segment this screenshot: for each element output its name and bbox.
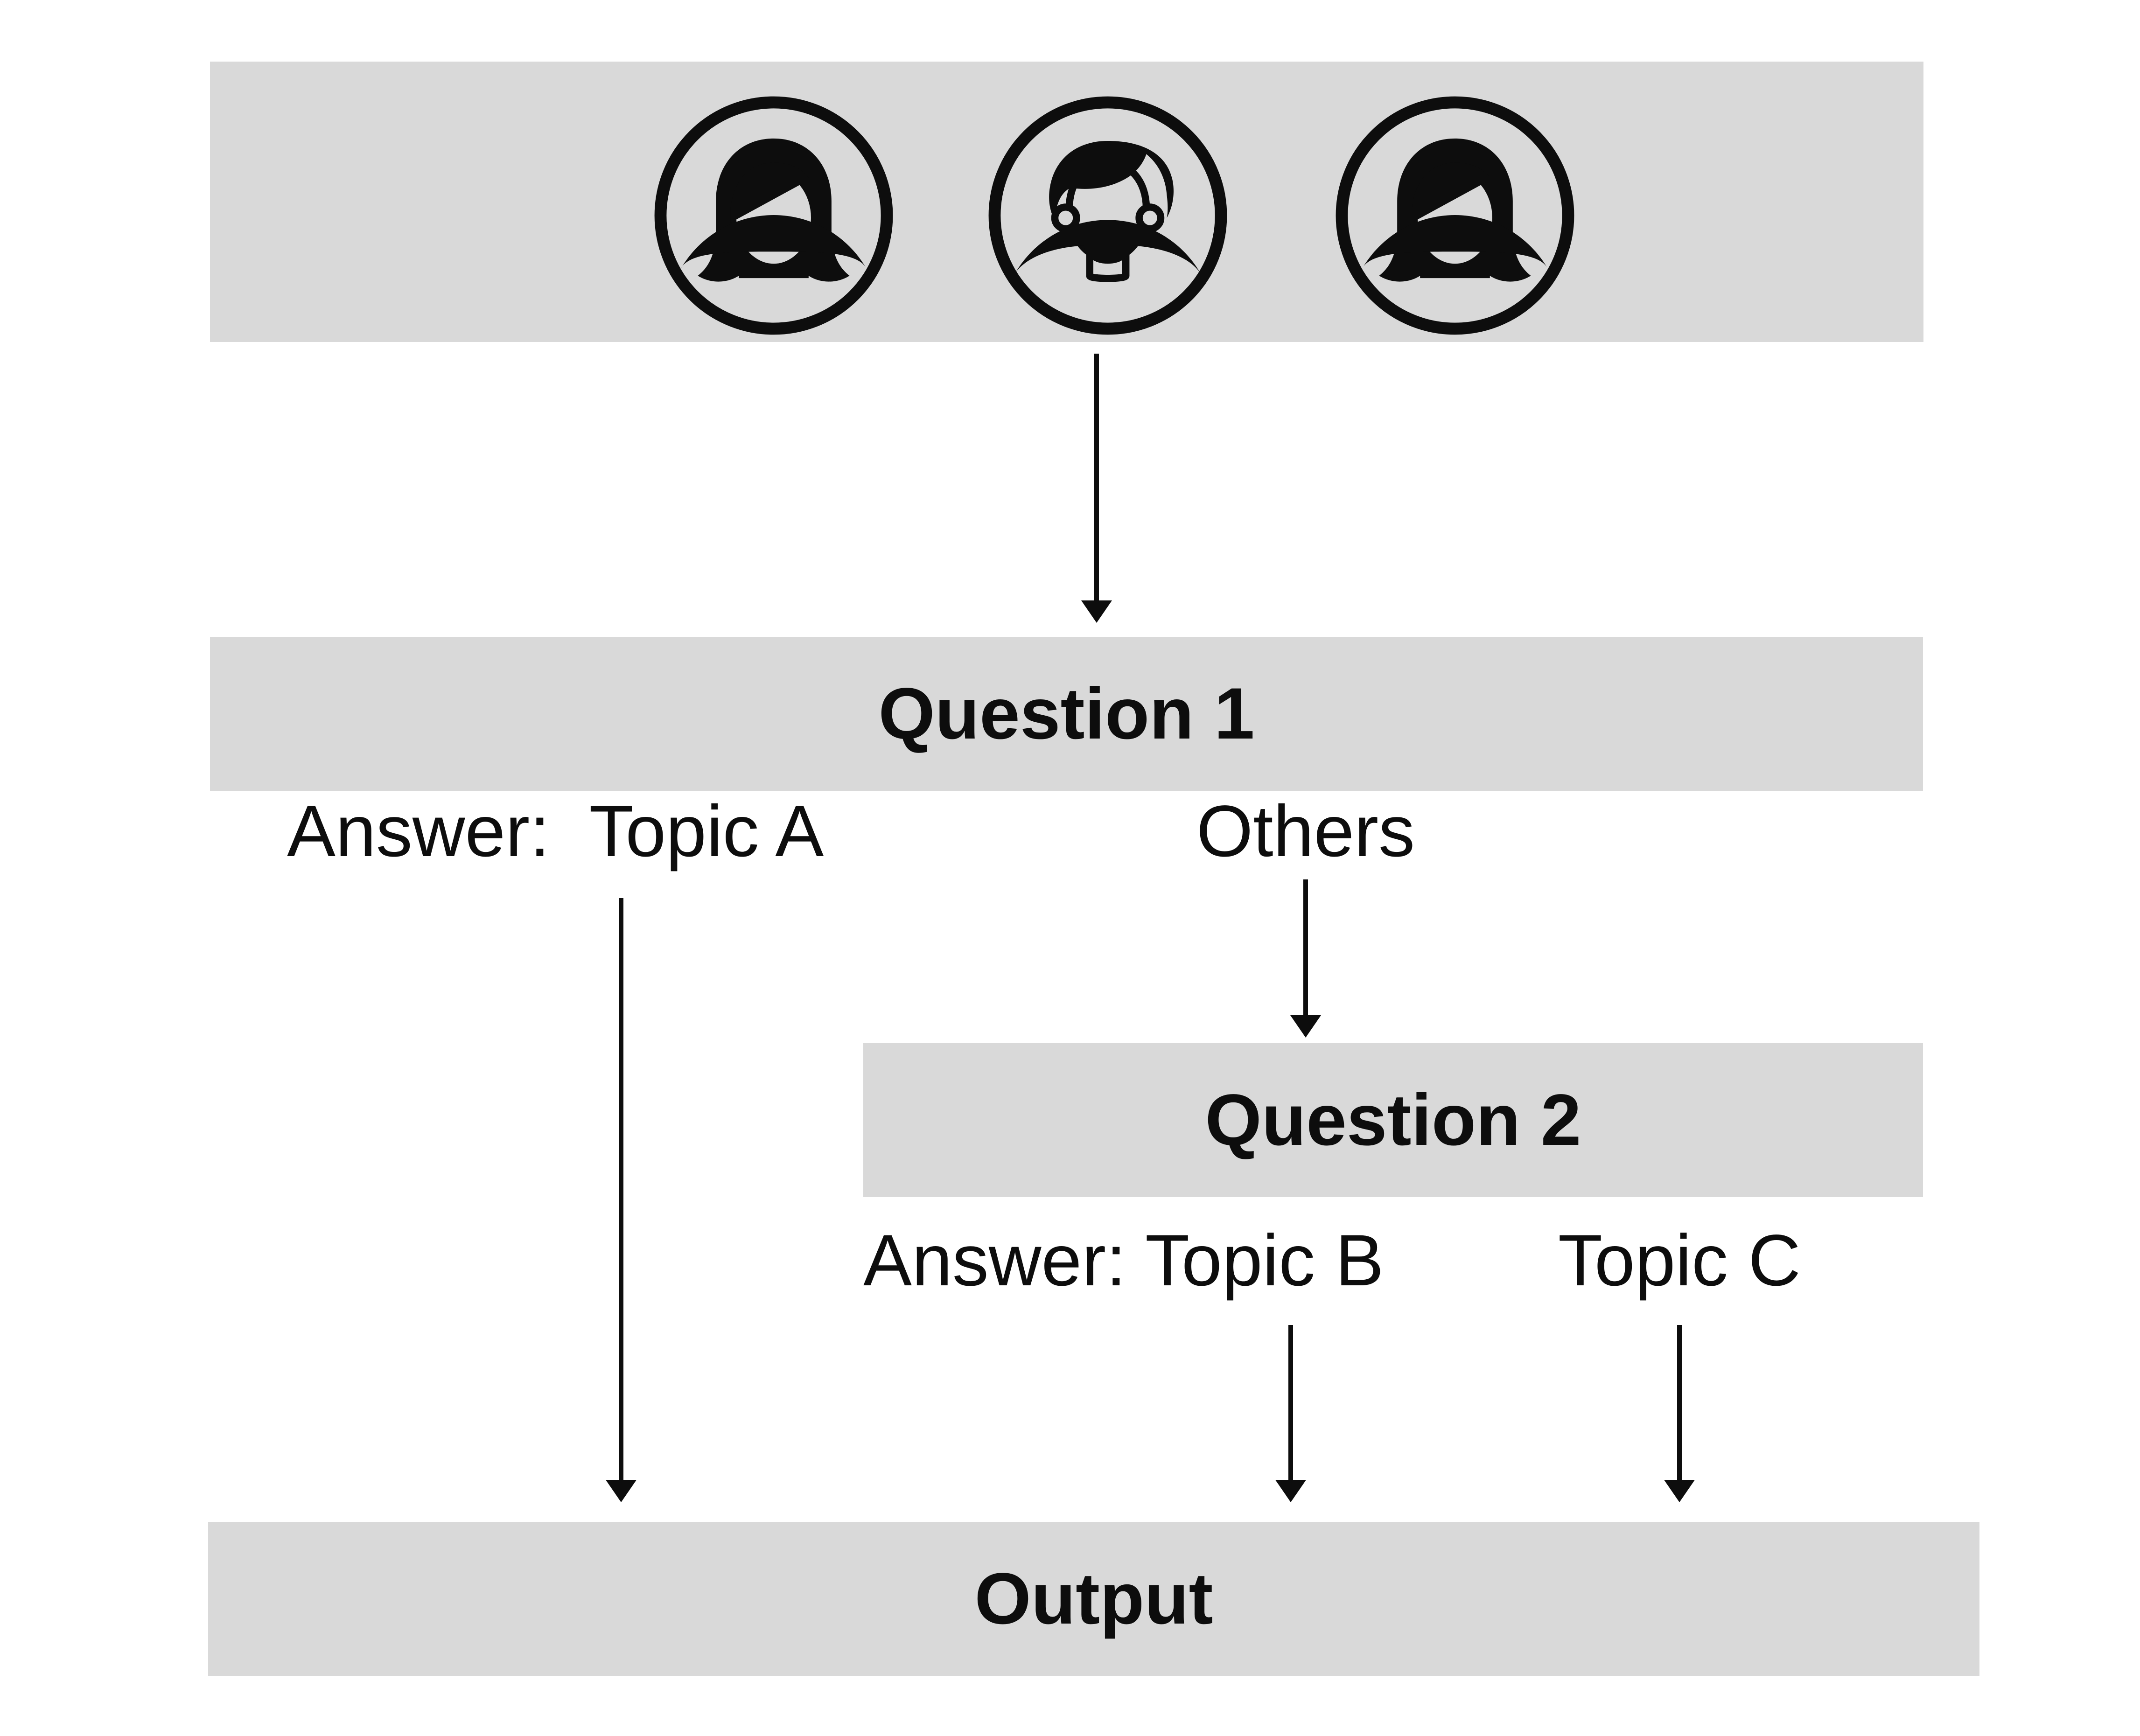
- question2-title: Question 2: [1205, 1079, 1581, 1161]
- arrow-line: [619, 898, 623, 1480]
- avatar-man-icon: [987, 95, 1228, 336]
- question2-answer-label: Answer: Topic B: [863, 1220, 1384, 1301]
- arrow-line: [1288, 1325, 1293, 1480]
- question1-bar: Question 1: [210, 637, 1923, 791]
- question2-topic-c-label: Topic C: [1558, 1220, 1801, 1301]
- output-title: Output: [974, 1558, 1213, 1639]
- arrow-head-icon: [1664, 1480, 1695, 1502]
- arrow-head-icon: [606, 1480, 636, 1502]
- avatar-woman-icon: [1335, 95, 1575, 336]
- question1-others-label: Others: [1196, 790, 1415, 872]
- arrow-line: [1303, 879, 1308, 1015]
- arrow-head-icon: [1081, 600, 1112, 623]
- question1-answer-label: Answer: Topic A: [287, 790, 824, 872]
- avatar-woman-icon: [653, 95, 894, 336]
- question1-title: Question 1: [878, 673, 1255, 754]
- output-bar: Output: [208, 1522, 1979, 1676]
- arrow-head-icon: [1275, 1480, 1306, 1502]
- arrow-line: [1677, 1325, 1682, 1480]
- arrow-line: [1094, 354, 1099, 600]
- question2-bar: Question 2: [863, 1043, 1923, 1197]
- arrow-head-icon: [1290, 1015, 1321, 1038]
